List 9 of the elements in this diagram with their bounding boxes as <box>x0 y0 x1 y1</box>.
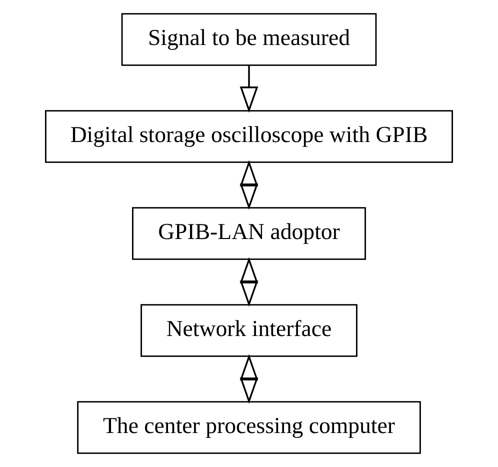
arrow <box>240 66 258 113</box>
node-box: Digital storage oscilloscope with GPIB <box>45 110 453 163</box>
node-box: Network interface <box>140 304 358 357</box>
arrow <box>240 354 258 404</box>
node-box: The center processing computer <box>77 401 421 454</box>
node-box: GPIB-LAN adoptor <box>132 207 366 260</box>
arrow <box>240 160 258 210</box>
arrow <box>240 257 258 307</box>
node-box: Signal to be measured <box>121 13 377 66</box>
